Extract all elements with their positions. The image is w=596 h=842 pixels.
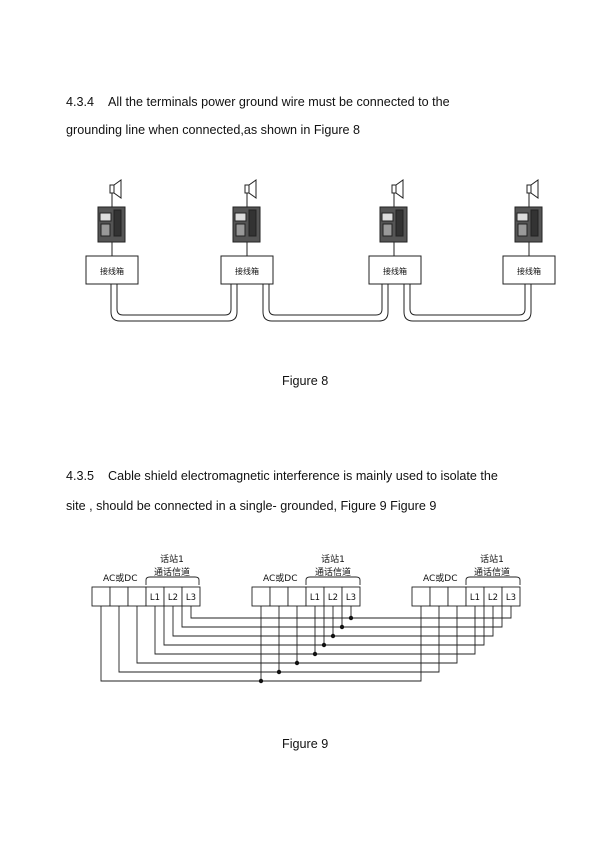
line-label-l2: L2 bbox=[168, 593, 178, 603]
line-label-l1: L1 bbox=[150, 593, 160, 603]
terminal-strip-3 bbox=[411, 586, 521, 607]
paragraph-4-3-5-line1: 4.3.5 Cable shield electromagnetic inter… bbox=[66, 468, 566, 484]
junction-box-label: 接线箱 bbox=[235, 266, 259, 276]
figure-9-diagram: 话站1 通话信道 AC或DC 话站1 通话信道 AC或DC 话站1 通话信道 A… bbox=[91, 553, 521, 684]
telephone-icon bbox=[379, 206, 408, 243]
shield-wiring bbox=[100, 606, 512, 682]
paragraph-text: All the terminals power ground wire must… bbox=[108, 95, 450, 109]
terminal-strip-2 bbox=[251, 586, 361, 607]
telephone-icon bbox=[514, 206, 543, 243]
junction-box-label: 接线箱 bbox=[517, 266, 541, 276]
telephone-unit-3 bbox=[379, 179, 408, 256]
line-label-l2: L2 bbox=[488, 593, 498, 603]
paragraph-4-3-5-line2: site , should be connected in a single- … bbox=[66, 499, 437, 513]
telephone-icon bbox=[232, 206, 261, 243]
line-label-l3: L3 bbox=[346, 593, 356, 603]
figure-8-caption: Figure 8 bbox=[282, 374, 329, 388]
figure-9-caption: Figure 9 bbox=[282, 737, 329, 751]
line-label-l1: L1 bbox=[470, 593, 480, 603]
station-label: 话站1 bbox=[321, 553, 345, 565]
junction-box-label: 接线箱 bbox=[383, 266, 407, 276]
speaker-icon bbox=[109, 179, 122, 199]
telephone-unit-4 bbox=[514, 179, 543, 256]
telephone-icon bbox=[97, 206, 126, 243]
connection-dots bbox=[258, 615, 354, 684]
telephone-unit-1 bbox=[97, 179, 126, 256]
channel-label: 通话信道 bbox=[474, 566, 510, 578]
junction-box-1 bbox=[85, 255, 139, 285]
junction-box-2 bbox=[220, 255, 274, 285]
speaker-icon bbox=[391, 179, 404, 199]
channel-label: 通话信道 bbox=[154, 566, 190, 578]
paragraph-4-3-4-line1: 4.3.4 All the terminals power ground wir… bbox=[66, 94, 566, 110]
telephone-unit-2 bbox=[232, 179, 261, 256]
paragraph-text: Cable shield electromagnetic interferenc… bbox=[108, 469, 498, 483]
line-label-l1: L1 bbox=[310, 593, 320, 603]
terminal-strip-1 bbox=[91, 586, 201, 607]
figure-8-diagram: 接线箱 接线箱 接线箱 bbox=[85, 179, 556, 322]
channel-label: 通话信道 bbox=[315, 566, 351, 578]
line-label-l3: L3 bbox=[506, 593, 516, 603]
junction-box-3 bbox=[368, 255, 422, 285]
line-label-l3: L3 bbox=[186, 593, 196, 603]
section-number: 4.3.5 bbox=[66, 469, 95, 483]
section-number: 4.3.4 bbox=[66, 95, 95, 109]
power-label: AC或DC bbox=[263, 572, 298, 584]
station-label: 话站1 bbox=[480, 553, 504, 565]
junction-box-label: 接线箱 bbox=[100, 266, 124, 276]
power-label: AC或DC bbox=[103, 572, 138, 584]
junction-box-4 bbox=[502, 255, 556, 285]
station-label: 话站1 bbox=[160, 553, 184, 565]
power-label: AC或DC bbox=[423, 572, 458, 584]
line-label-l2: L2 bbox=[328, 593, 338, 603]
paragraph-4-3-4-line2: grounding line when connected,as shown i… bbox=[66, 123, 361, 137]
